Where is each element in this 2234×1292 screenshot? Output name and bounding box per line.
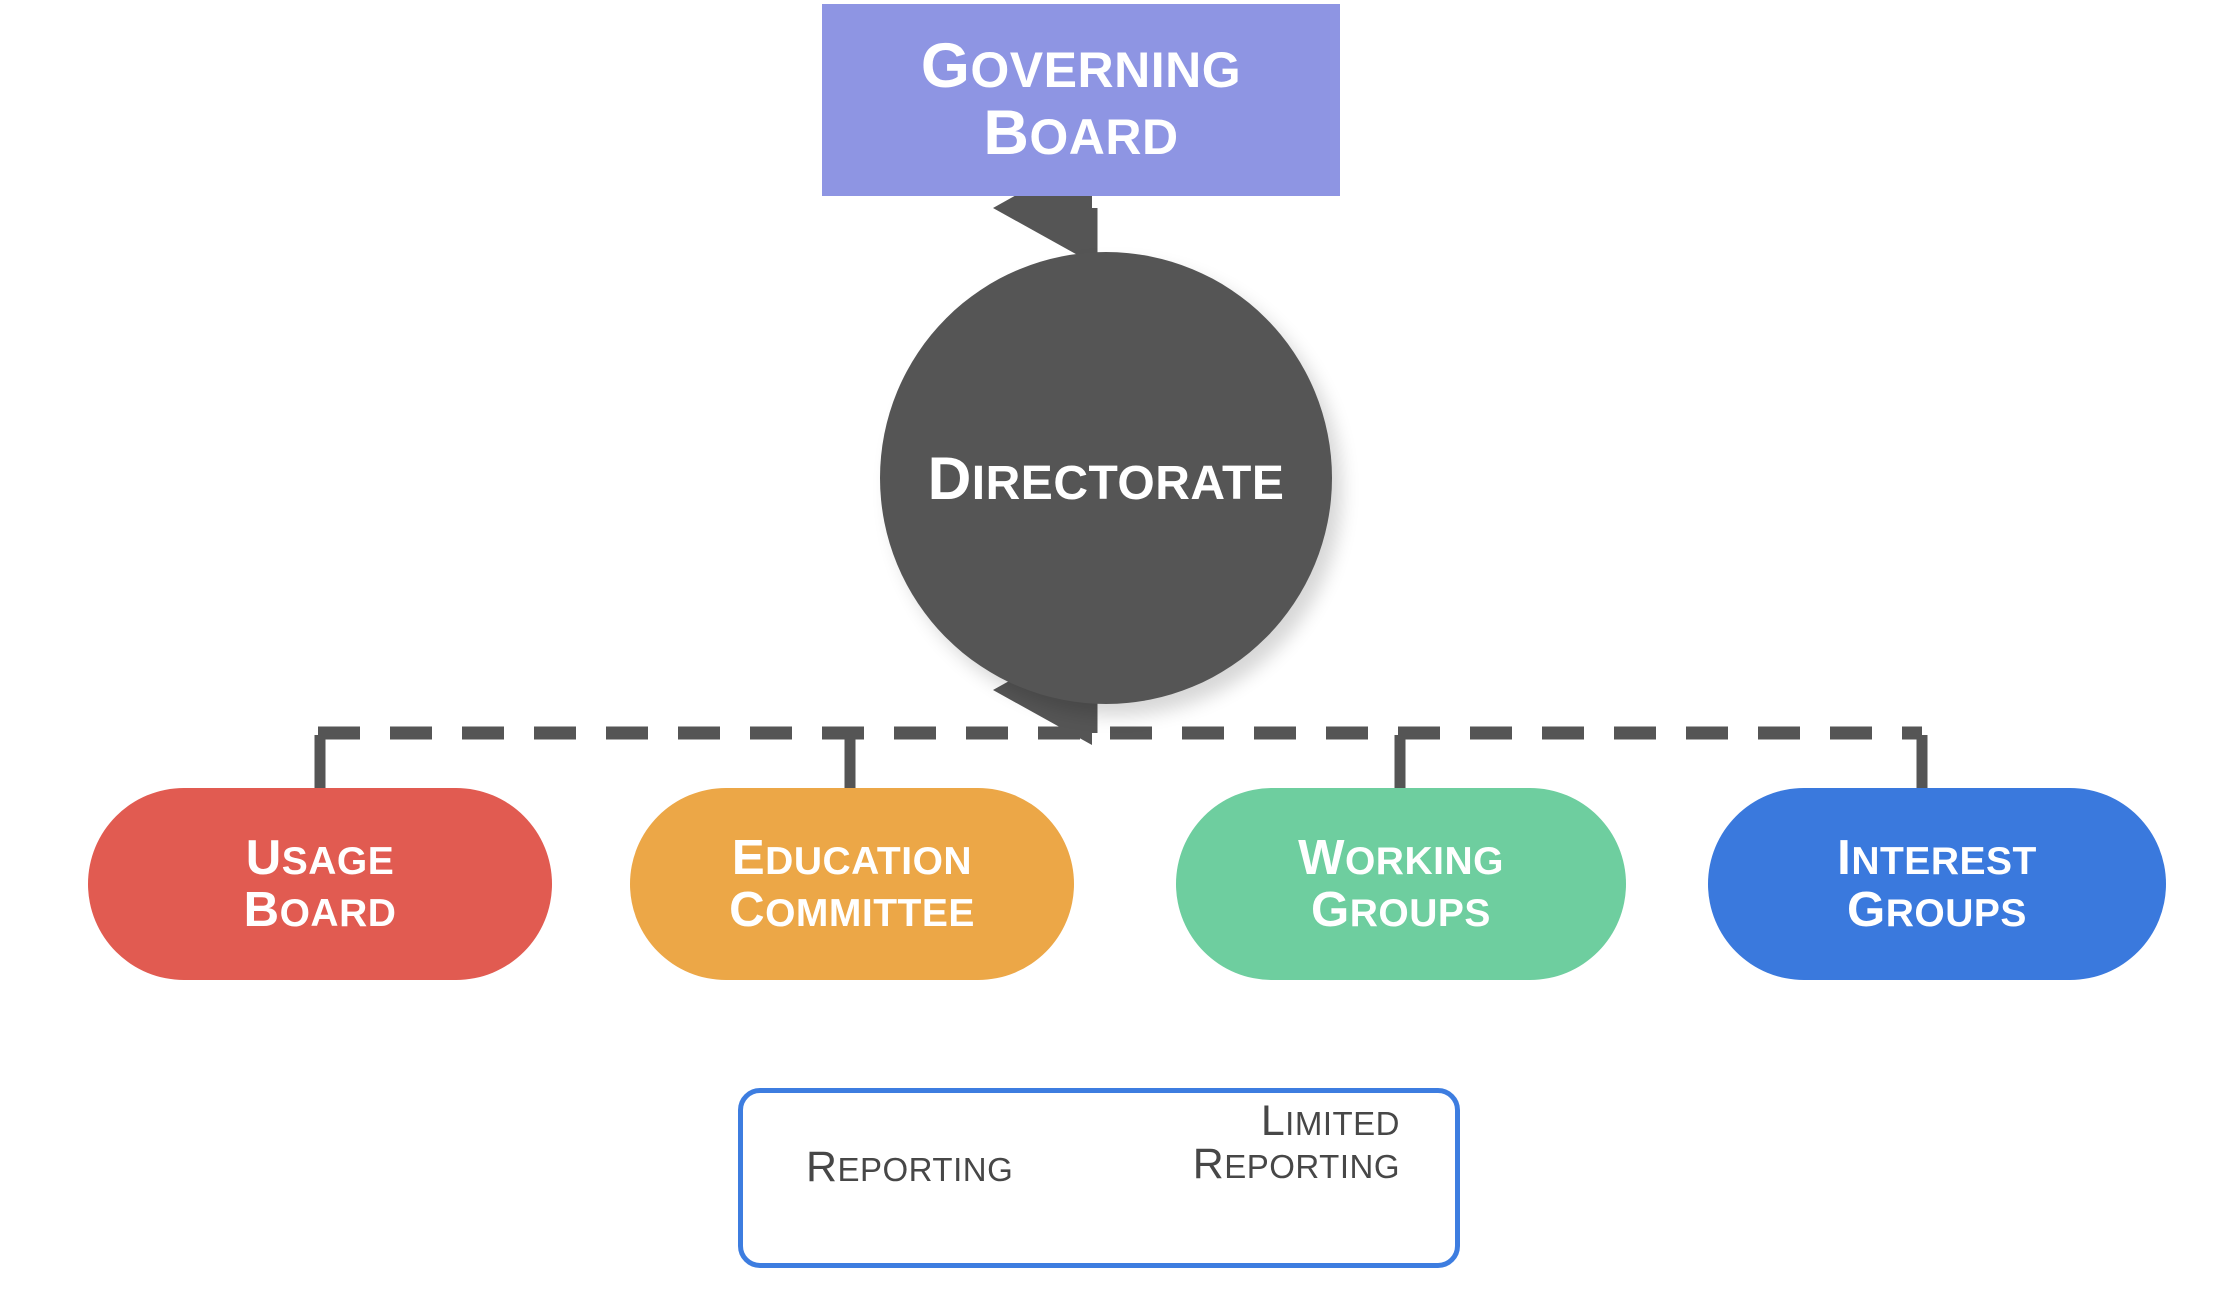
node-governing-board-label-line1: Governing — [920, 31, 1242, 102]
node-interest-groups[interactable]: Interest Groups — [1708, 788, 2166, 980]
node-usage-board-label-line1: Usage — [245, 830, 395, 885]
legend-box — [738, 1088, 1460, 1268]
node-usage-board-label-line2: Board — [243, 883, 397, 937]
node-directorate-label: Directorate — [927, 443, 1285, 512]
node-directorate[interactable]: Directorate — [880, 252, 1332, 704]
node-working-groups-label-line2: Groups — [1311, 883, 1491, 937]
node-usage-board[interactable]: Usage Board — [88, 788, 552, 980]
node-education-committee[interactable]: Education Committee — [630, 788, 1074, 980]
legend-limited-reporting-label: Limited Reporting — [1100, 1100, 1400, 1186]
node-governing-board[interactable]: Governing Board — [822, 4, 1340, 196]
node-education-committee-label-line1: Education — [731, 830, 973, 885]
node-interest-groups-label-line1: Interest — [1837, 830, 2037, 885]
node-governing-board-label-line2: Board — [983, 98, 1179, 168]
node-working-groups[interactable]: Working Groups — [1176, 788, 1626, 980]
node-working-groups-label-line1: Working — [1298, 830, 1504, 885]
legend-reporting-text: Reporting — [806, 1143, 1014, 1191]
legend-limited-text-line1: Limited — [1260, 1097, 1400, 1145]
node-education-committee-label-line2: Committee — [729, 883, 975, 937]
node-interest-groups-label-line2: Groups — [1847, 883, 2027, 937]
legend-reporting-label: Reporting — [806, 1146, 1013, 1189]
legend-limited-text-line2: Reporting — [1192, 1139, 1400, 1188]
